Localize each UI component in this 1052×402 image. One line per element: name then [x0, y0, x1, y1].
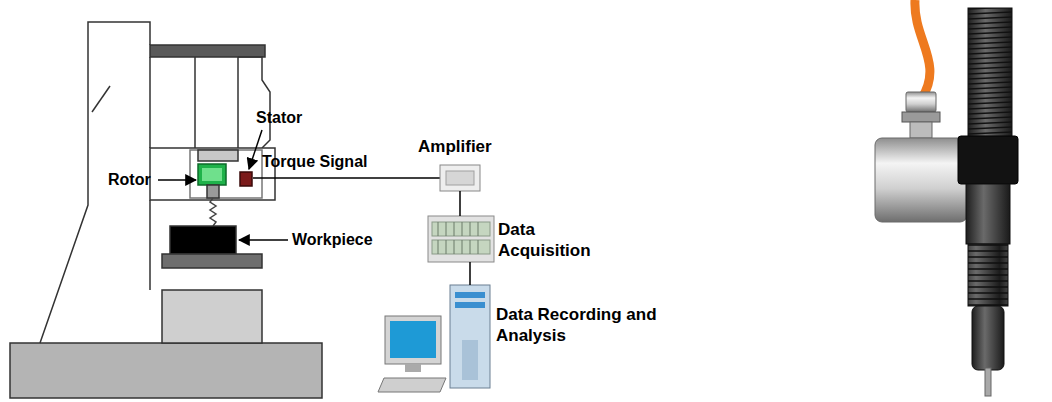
torque-sensor-photo: [875, 0, 1018, 396]
chuck: [207, 185, 219, 198]
workpiece-block: [170, 226, 236, 254]
column-mark: [92, 86, 110, 112]
monitor-stand: [405, 364, 421, 372]
drill-bit-photo: [985, 368, 991, 396]
device-label: Data Recording and Analysis: [496, 305, 678, 346]
device-node: Data Recording and Analysis: [450, 285, 490, 388]
head-plate: [150, 45, 265, 57]
head-cover: [238, 57, 270, 148]
connector-neck: [910, 122, 932, 138]
daq-rack: [428, 216, 494, 262]
amplifier-icon: [440, 165, 480, 191]
monitor-frame: [385, 316, 441, 364]
torque-signal-wire: [253, 177, 440, 179]
sensor-cable: [915, 0, 930, 98]
spindle-top: [198, 150, 238, 161]
chuck-upper: [966, 184, 1010, 244]
device-node: Data Acquisition: [428, 216, 494, 262]
rotor-symbol: [198, 164, 226, 185]
spindle-housing: [195, 57, 238, 148]
drill-bit: [210, 198, 216, 226]
sensor-frame: [190, 150, 262, 198]
monitor-screen: [390, 321, 436, 358]
keyboard: [378, 378, 446, 392]
tower-panel: [462, 340, 478, 380]
computer-tower: [450, 285, 490, 388]
sensor-housing: [150, 148, 275, 200]
table-pedestal: [162, 290, 262, 343]
amplifier-panel: [446, 171, 474, 185]
drive-bay: [455, 292, 485, 298]
device-label: Amplifier: [418, 137, 458, 158]
signal-wire: [469, 262, 471, 285]
rotor-leader: [158, 179, 196, 181]
computer-icon: [378, 285, 490, 392]
rotor-highlight: [202, 168, 222, 181]
chuck-nose: [972, 306, 1004, 370]
cable-connector: [906, 92, 936, 112]
machine-column: [40, 22, 150, 343]
machine-table: [162, 254, 262, 268]
part-label: Workpiece: [292, 230, 373, 249]
device-label: Data Acquisition: [498, 220, 608, 261]
stator-symbol: [240, 172, 252, 186]
machine-base: [10, 343, 322, 398]
sensor-body: [875, 138, 967, 222]
part-label: Torque Signal: [262, 152, 367, 171]
drive-bay: [455, 302, 485, 308]
daq-module: [432, 240, 490, 254]
part-label: Rotor: [108, 170, 151, 189]
connector-nut: [902, 112, 940, 122]
device-node: Amplifier: [440, 165, 480, 191]
chuck-ribbed: [968, 244, 1008, 306]
sensor-collar: [958, 136, 1018, 184]
workpiece-leader: [239, 239, 288, 241]
signal-wire: [459, 191, 461, 216]
daq-icon: [428, 216, 494, 262]
threaded-shank: [968, 8, 1012, 138]
amplifier-case: [440, 165, 480, 191]
daq-slots: [438, 222, 478, 254]
daq-module: [432, 222, 490, 236]
drill-press: [10, 22, 322, 398]
part-label: Stator: [256, 108, 302, 127]
stator-leader: [249, 130, 262, 169]
